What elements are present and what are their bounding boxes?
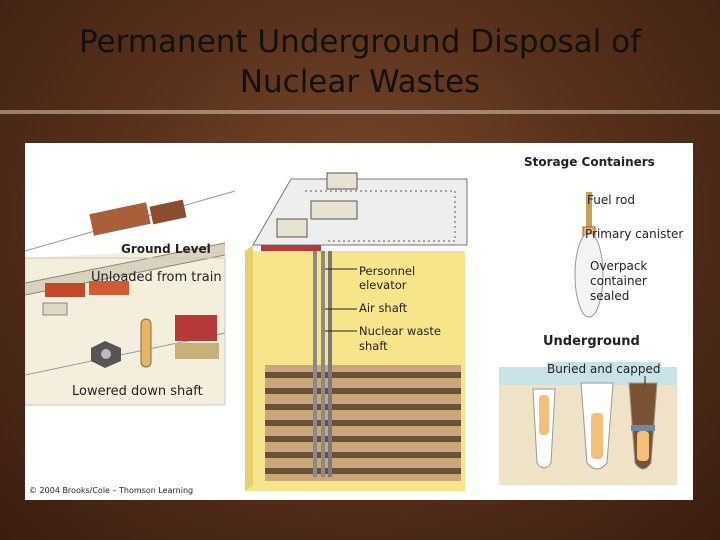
slide-title: Permanent Underground Disposal of Nuclea… xyxy=(0,22,720,102)
surface-building-3 xyxy=(277,219,307,237)
air-shaft xyxy=(321,251,325,477)
diagram-panel: Storage Containers Fuel rod Primary cani… xyxy=(25,143,693,500)
hex-drum-center xyxy=(101,349,111,359)
nuclear-waste-shaft xyxy=(328,251,332,477)
disposal-tunnels xyxy=(265,365,461,481)
personnel-elevator-label: Personnel elevator xyxy=(359,264,415,292)
inset-canister xyxy=(141,319,151,367)
slide-title-line-2: Nuclear Wastes xyxy=(240,64,480,100)
borehole-3-cap xyxy=(631,425,655,431)
slab-left-face xyxy=(245,245,253,491)
train-car-4 xyxy=(43,303,67,315)
copyright-notice: © 2004 Brooks/Cole – Thomson Learning xyxy=(29,486,193,495)
unloaded-from-train-label: Unloaded from train xyxy=(91,270,222,285)
title-divider xyxy=(0,110,720,114)
borehole-2-canister xyxy=(591,413,603,459)
train-car-5 xyxy=(175,343,219,359)
overpack-label: Overpack container sealed xyxy=(590,259,647,304)
buried-and-capped-label: Buried and capped xyxy=(547,362,661,376)
lowered-down-shaft-label: Lowered down shaft xyxy=(72,384,203,399)
borehole-3-canister xyxy=(637,431,649,461)
train-car-3 xyxy=(175,315,217,341)
storage-containers-heading: Storage Containers xyxy=(524,155,655,169)
nuclear-waste-shaft-label: Nuclear waste shaft xyxy=(359,324,441,354)
fuel-rod-label: Fuel rod xyxy=(587,193,635,207)
air-shaft-label: Air shaft xyxy=(359,301,407,315)
railcar-upper-left xyxy=(89,202,150,236)
railcar-upper-right xyxy=(150,200,187,225)
slide-title-line-1: Permanent Underground Disposal of xyxy=(79,24,641,60)
surface-building-2 xyxy=(311,201,357,219)
underground-label: Underground xyxy=(543,334,640,349)
ground-level-label: Ground Level xyxy=(121,242,211,256)
surface-building-1 xyxy=(327,173,357,189)
borehole-1-canister xyxy=(539,395,549,435)
train-car-1 xyxy=(45,283,85,297)
personnel-elevator-shaft xyxy=(313,251,317,477)
primary-canister-label: Primary canister xyxy=(585,227,683,241)
